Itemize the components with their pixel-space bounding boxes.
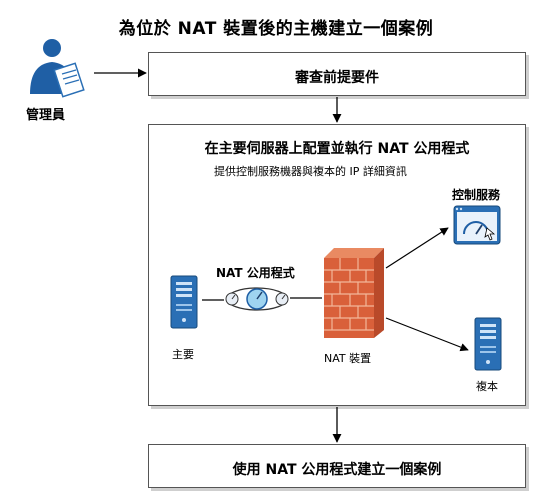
step-review-prerequisites-label: 審查前提要件 [295,70,379,86]
nat-device-firewall-icon [324,248,384,338]
arrow-nat-to-replica [385,317,469,352]
master-label: 主要 [172,348,194,361]
replica-server-icon [474,317,502,371]
diagram-title: 為位於 NAT 裝置後的主機建立一個案例 [118,19,434,39]
nat-utility-label: NAT 公用程式 [216,266,295,280]
step-configure-nat-title: 在主要伺服器上配置並執行 NAT 公用程式 [204,141,470,157]
nat-utility-gauge-icon [225,287,289,311]
step-create-scenario: 使用 NAT 公用程式建立一個案例 [148,444,526,488]
step-configure-nat-subtitle: 提供控制服務機器與複本的 IP 詳細資訊 [214,165,407,178]
control-service-icon [453,205,501,245]
administrator-label: 管理員 [26,108,66,123]
arrow-nat-to-control [385,227,449,269]
administrator-icon [30,39,85,98]
nat-device-label: NAT 裝置 [324,352,372,365]
master-server-icon [170,275,198,329]
step-review-prerequisites: 審查前提要件 [148,52,526,96]
control-service-label: 控制服務 [452,188,501,202]
step-create-scenario-label: 使用 NAT 公用程式建立一個案例 [232,462,442,478]
replica-label: 複本 [476,380,498,393]
